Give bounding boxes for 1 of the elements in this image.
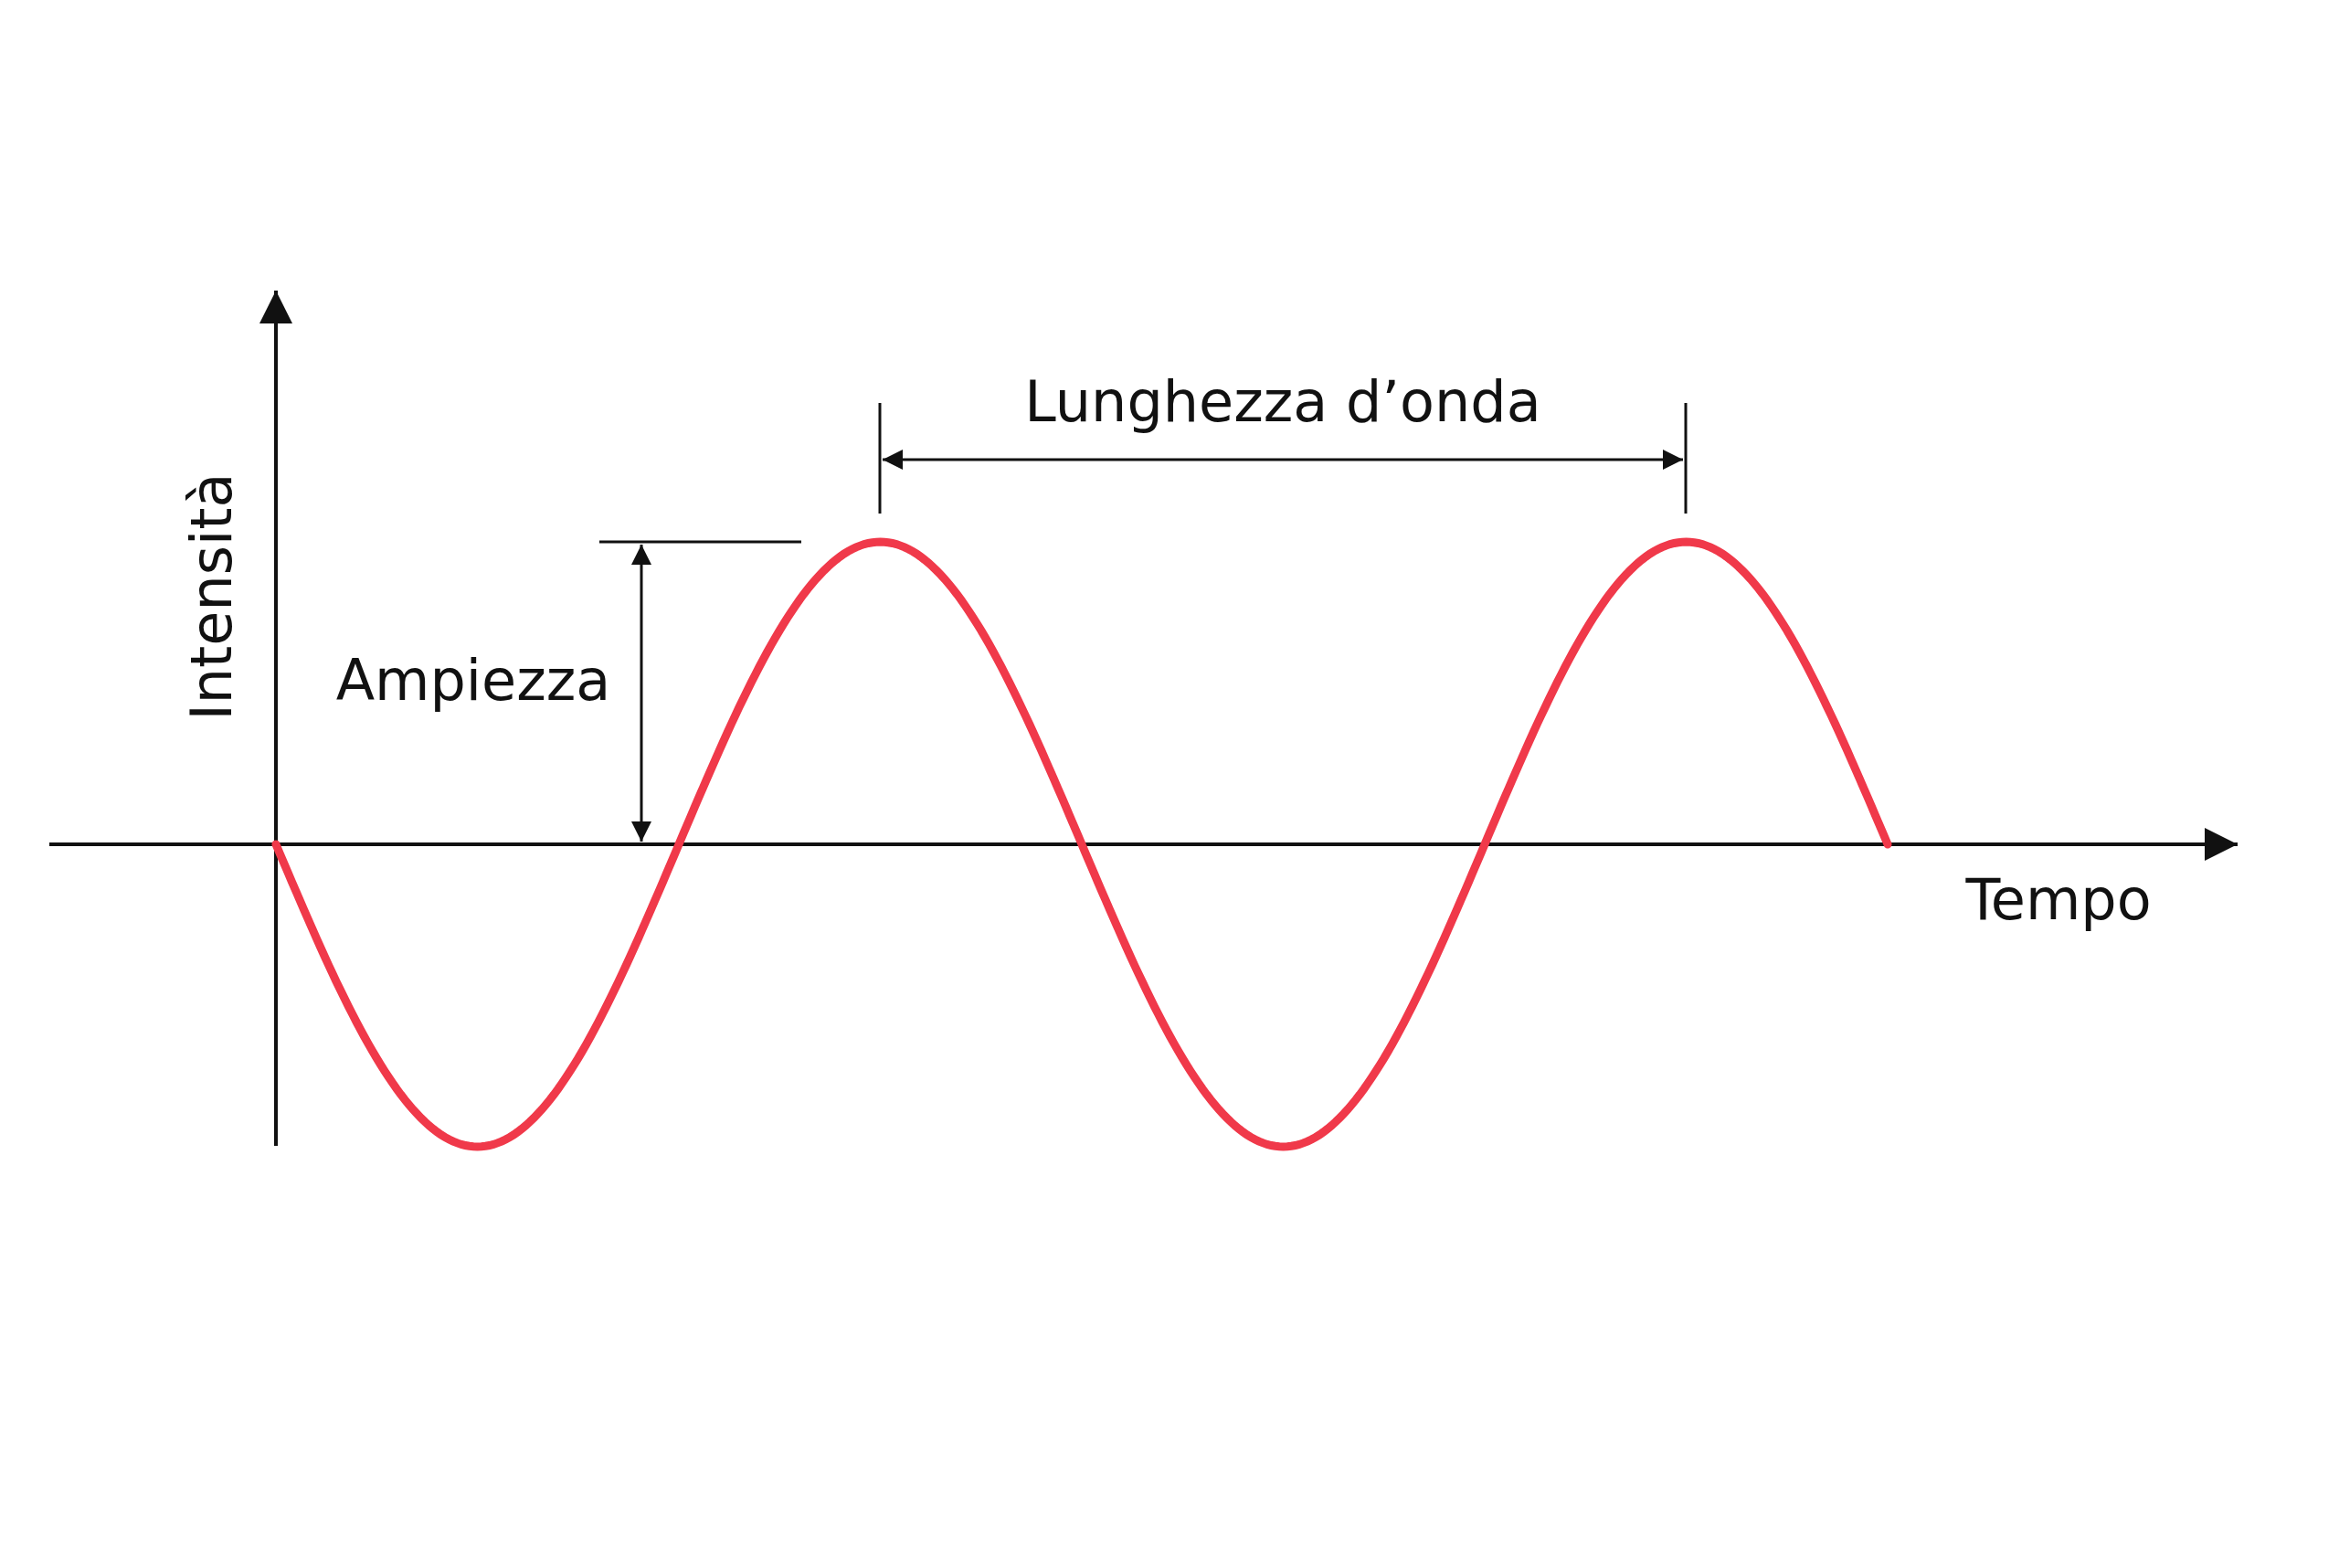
axis-title: Intensità bbox=[184, 472, 240, 721]
